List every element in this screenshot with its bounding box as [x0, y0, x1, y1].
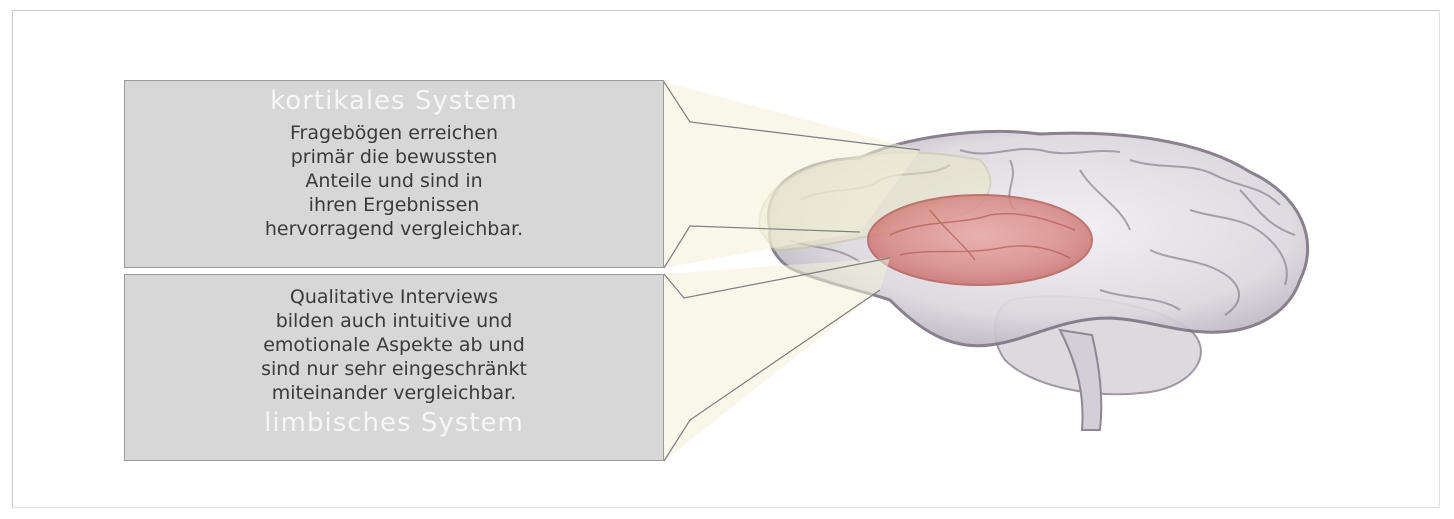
limbic-text-line: emotionale Aspekte ab und [125, 333, 663, 357]
cortical-text-line: Fragebögen erreichen [125, 121, 663, 145]
connector-limbic [664, 258, 890, 461]
limbic-text-line: bilden auch intuitive und [125, 309, 663, 333]
cortical-system-box: kortikales System Fragebögen erreichen p… [124, 80, 664, 268]
cortical-text-line: hervorragend vergleichbar. [125, 217, 663, 241]
limbic-system-title: limbisches System [125, 409, 663, 437]
cortical-text-line: ihren Ergebnissen [125, 193, 663, 217]
limbic-text-line: sind nur sehr eingeschränkt [125, 357, 663, 381]
cortical-text-line: primär die bewussten [125, 145, 663, 169]
limbic-region [868, 195, 1092, 285]
limbic-system-text: Qualitative Interviews bilden auch intui… [125, 285, 663, 405]
limbic-text-line: miteinander vergleichbar. [125, 381, 663, 405]
cortical-text-line: Anteile und sind in [125, 169, 663, 193]
cortical-system-title: kortikales System [125, 87, 663, 115]
cortical-system-text: Fragebögen erreichen primär die bewusste… [125, 121, 663, 241]
limbic-system-box: Qualitative Interviews bilden auch intui… [124, 274, 664, 461]
limbic-text-line: Qualitative Interviews [125, 285, 663, 309]
